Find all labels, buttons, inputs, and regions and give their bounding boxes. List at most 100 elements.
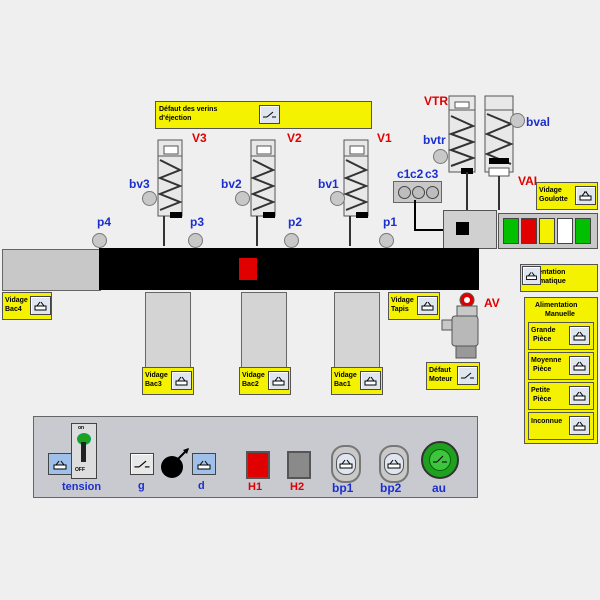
sensor-p1 [379, 233, 394, 248]
switch-icon [263, 111, 276, 118]
bac3 [145, 292, 191, 368]
switch-icon [134, 460, 150, 468]
power-switch-off-label: OFF [75, 467, 85, 473]
pushbutton-icon [272, 376, 285, 386]
vidage-goulotte-panel: Vidage Goulotte [536, 182, 598, 210]
alim-auto-label-2: Automatique [523, 278, 566, 285]
switch-d-label: d [198, 480, 205, 492]
bp2-button[interactable] [379, 445, 409, 483]
power-switch-on-label: on [78, 425, 85, 431]
pushbutton-icon [387, 459, 401, 469]
sensor-c3 [426, 186, 439, 199]
emergency-stop-label: au [432, 481, 447, 495]
piston-v1 [343, 139, 369, 246]
sensor-c2 [412, 186, 425, 199]
sensor-bvtr-label: bvtr [423, 133, 446, 147]
pushbutton-icon [53, 460, 67, 470]
sensor-bvtr [433, 149, 448, 164]
pushbutton-icon [573, 421, 586, 431]
vidage-goulotte-label-1: Vidage [539, 187, 562, 194]
sensor-bv3-label: bv3 [129, 177, 150, 191]
sensor-p1-label: p1 [383, 215, 398, 229]
piston-v3-label: V3 [192, 131, 207, 145]
alim-manuelle-panel: Alimentation Manuelle Grande Pièce Moyen… [524, 297, 598, 444]
control-panel: on OFF tension g d H1 H2 bp1 bp2 [33, 416, 478, 498]
pushbutton-icon [421, 301, 434, 311]
switch-d-button[interactable] [192, 453, 216, 475]
alim-manuelle-title-2: Manuelle [545, 311, 575, 318]
vidage-bac1-panel: Vidage Bac1 [331, 367, 383, 395]
power-switch[interactable]: on OFF [71, 423, 97, 479]
vidage-tapis-button[interactable] [417, 296, 438, 315]
inconnue-piece-label: Inconnue [531, 418, 563, 425]
alim-auto-label-1: Alimentation [523, 269, 566, 276]
piston-v1-label: V1 [377, 131, 392, 145]
grande-piece-label-2: Pièce [533, 336, 552, 343]
vidage-bac3-label-1: Vidage [145, 372, 168, 379]
grande-piece-label-1: Grande [531, 327, 556, 334]
sensor-val-label: VAL [518, 174, 542, 188]
moyenne-piece-button[interactable] [569, 356, 590, 375]
piston-val [484, 95, 514, 210]
conveyor-part [239, 258, 257, 280]
vidage-bac1-label-2: Bac1 [334, 381, 351, 388]
vidage-bac4-label-1: Vidage [5, 297, 28, 304]
vidage-bac2-button[interactable] [268, 371, 289, 390]
pushbutton-icon [339, 459, 353, 469]
bp1-button[interactable] [331, 445, 361, 483]
switch-g-button[interactable] [130, 453, 154, 475]
status-light-3 [539, 218, 555, 244]
defaut-verins-switch-button[interactable] [259, 105, 280, 124]
moyenne-piece-item: Moyenne Pièce [528, 352, 594, 380]
lamp-h1 [246, 451, 270, 479]
sensor-c1 [398, 186, 411, 199]
vidage-bac4-button[interactable] [30, 296, 51, 315]
vidage-bac4-label-2: Bac4 [5, 306, 22, 313]
conveyor-motor [441, 292, 479, 359]
switch-g-label: g [138, 480, 145, 492]
sensor-bv3 [142, 191, 157, 206]
status-light-4 [557, 218, 573, 244]
sensor-bv2 [235, 191, 250, 206]
sensor-p2 [284, 233, 299, 248]
feeder-part [456, 222, 469, 235]
power-switch-lever [81, 442, 86, 462]
piston-vtr [448, 95, 476, 210]
petite-piece-button[interactable] [569, 386, 590, 405]
pushbutton-icon [526, 272, 537, 280]
pushbutton-icon [34, 301, 47, 311]
vidage-bac3-panel: Vidage Bac3 [142, 367, 194, 395]
tension-button[interactable] [48, 453, 72, 475]
bp1-label: bp1 [332, 481, 354, 495]
pushbutton-icon [573, 391, 586, 401]
defaut-verins-label-2: d'éjection [159, 115, 192, 122]
grande-piece-item: Grande Pièce [528, 322, 594, 350]
alim-auto-button[interactable] [522, 266, 541, 285]
vidage-bac1-button[interactable] [360, 371, 381, 390]
lamp-h1-label: H1 [248, 481, 263, 493]
grande-piece-button[interactable] [569, 326, 590, 345]
sensor-p2-label: p2 [288, 215, 303, 229]
switch-icon [461, 372, 474, 379]
petite-piece-label-1: Petite [531, 387, 551, 394]
inconnue-piece-button[interactable] [569, 416, 590, 435]
bac1 [334, 292, 380, 368]
feeder-box [443, 210, 497, 249]
vidage-bac4-panel: Vidage Bac4 [2, 292, 52, 320]
piston-v2 [250, 139, 276, 246]
selector-knob[interactable] [158, 447, 194, 481]
vidage-tapis-label-2: Tapis [391, 306, 409, 313]
piston-v3 [157, 139, 183, 246]
emergency-stop-button[interactable] [421, 441, 459, 479]
defaut-moteur-switch-button[interactable] [457, 366, 478, 385]
vidage-bac3-button[interactable] [171, 371, 192, 390]
defaut-verins-label-1: Défaut des verins [159, 106, 218, 113]
pushbutton-icon [175, 376, 188, 386]
sensor-bv1 [330, 191, 345, 206]
status-light-1 [503, 218, 519, 244]
sensor-c3-label: c3 [425, 167, 439, 181]
vidage-goulotte-button[interactable] [575, 186, 596, 205]
sensor-p3-label: p3 [190, 215, 205, 229]
bp2-button-face [384, 453, 404, 475]
vidage-tapis-panel: Vidage Tapis [388, 292, 440, 320]
